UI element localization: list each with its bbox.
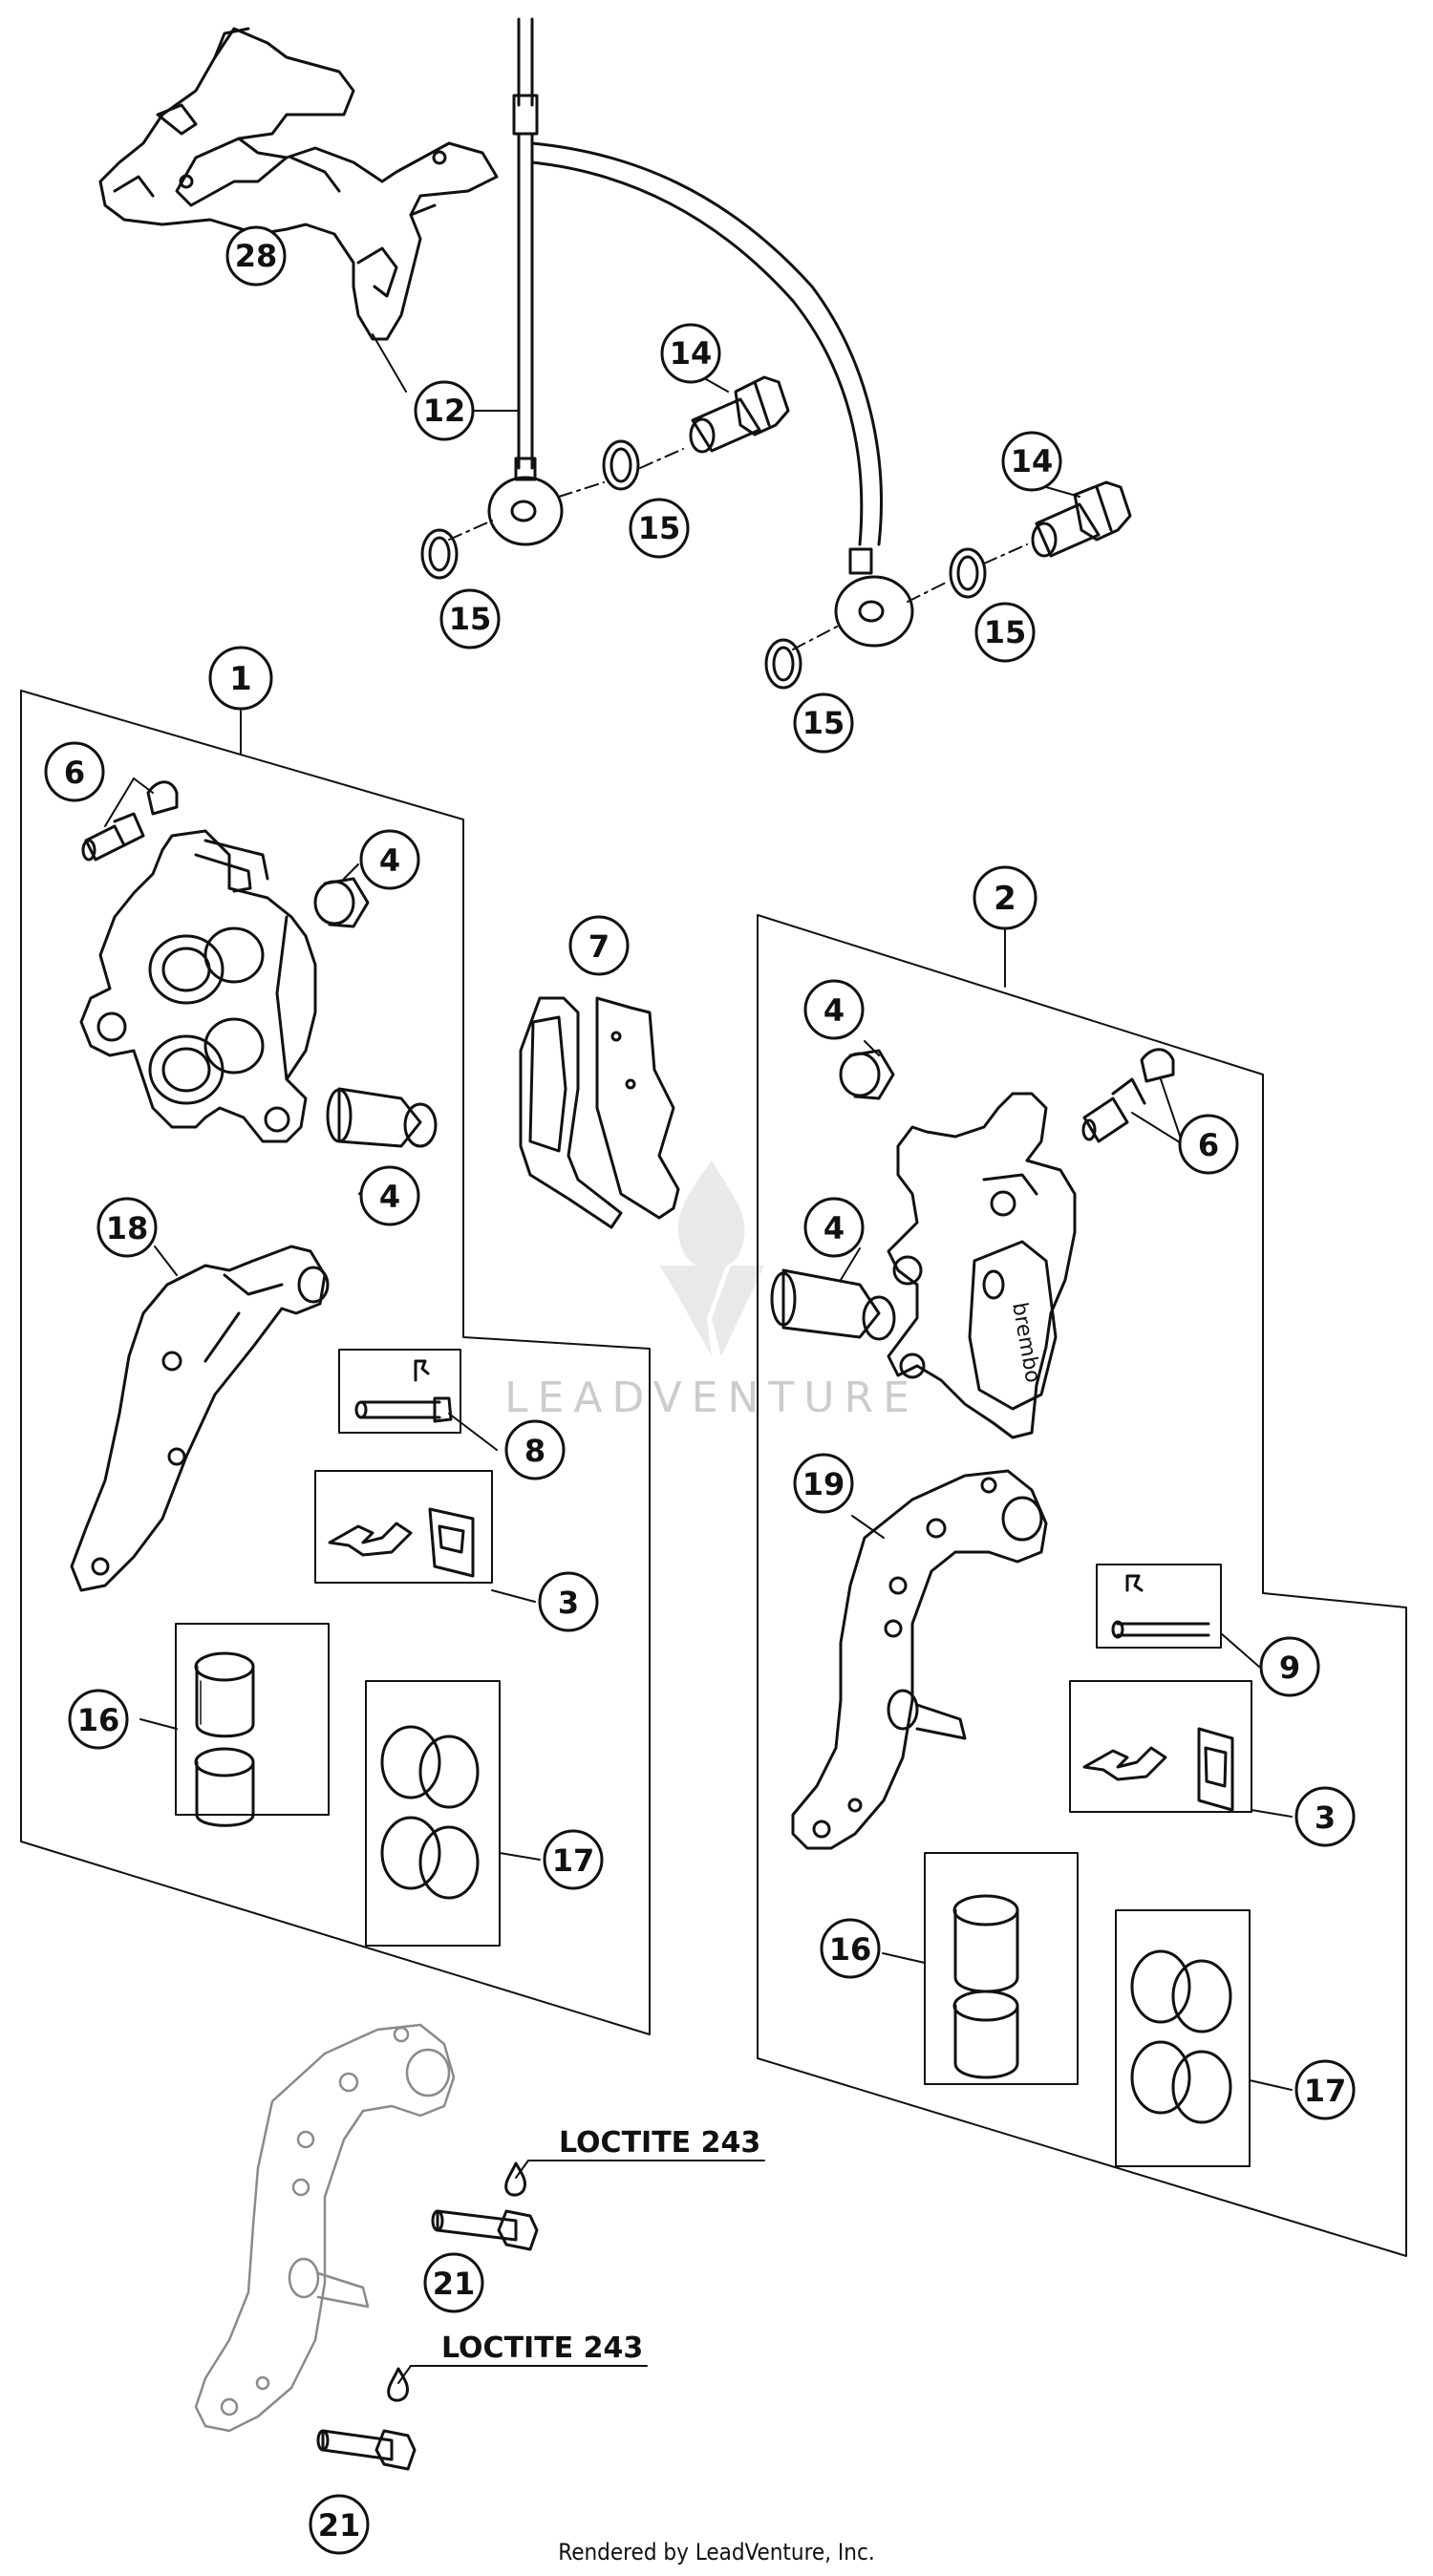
callout-18: 18 [96, 1197, 158, 1258]
svg-text:14: 14 [670, 335, 713, 372]
callout-17: 17 [1294, 2059, 1356, 2120]
brake-line-straight [487, 17, 564, 546]
kit-box-16-left [175, 1623, 330, 1827]
svg-text:4: 4 [823, 992, 845, 1029]
callout-16: 16 [820, 1918, 881, 1979]
callout-21: 21 [423, 2252, 484, 2313]
guide-pin [326, 1087, 438, 1148]
svg-text:17: 17 [552, 1842, 595, 1879]
assembly-lines [448, 448, 1028, 650]
brake-caliper-left [79, 829, 317, 1143]
kit-box-9 [1096, 1564, 1222, 1649]
banjo-bolt [689, 375, 1132, 558]
caliper-support-bottom [194, 2023, 456, 2433]
callout-6: 6 [1178, 1114, 1239, 1175]
svg-text:15: 15 [984, 614, 1027, 650]
svg-text:4: 4 [379, 1179, 400, 1215]
svg-text:15: 15 [449, 601, 492, 637]
svg-text:19: 19 [802, 1466, 845, 1502]
svg-text:15: 15 [638, 510, 681, 546]
svg-text:3: 3 [558, 1585, 579, 1621]
callout-4: 4 [803, 979, 865, 1040]
loctite-drop-icon [387, 2161, 527, 2402]
callout-labels: 28 12 14 15 15 14 15 15 [44, 225, 1356, 2555]
svg-text:2: 2 [994, 880, 1016, 918]
callout-28: 28 [225, 225, 287, 287]
caliper-support-19 [791, 1469, 1048, 1850]
callout-1: 1 [208, 646, 273, 711]
callout-15: 15 [793, 692, 854, 754]
kit-box-3-left [314, 1470, 493, 1584]
callout-14: 14 [1001, 431, 1062, 492]
svg-text:16: 16 [829, 1931, 872, 1968]
callout-16: 16 [68, 1689, 129, 1750]
svg-text:9: 9 [1279, 1650, 1300, 1686]
kit-box-17-right [1115, 1909, 1251, 2167]
kit-box-8 [338, 1349, 461, 1434]
svg-text:1: 1 [229, 660, 252, 698]
svg-text:28: 28 [235, 238, 278, 274]
bleed-screw-left [81, 780, 179, 862]
callout-8: 8 [504, 1419, 566, 1480]
svg-text:6: 6 [64, 755, 85, 791]
kit-box-17-left [365, 1680, 501, 1947]
loctite-leaders [397, 2160, 765, 2384]
callout-12: 12 [414, 380, 475, 441]
callout-3: 3 [538, 1571, 599, 1632]
brembo-logo: brembo [1007, 1301, 1044, 1385]
loctite-label: LOCTITE 243 [559, 2126, 760, 2160]
bolt [316, 2209, 539, 2471]
callout-4: 4 [359, 829, 420, 890]
caliper-support-18 [70, 1245, 330, 1592]
callout-4: 4 [359, 1165, 420, 1226]
svg-text:4: 4 [823, 1210, 845, 1246]
callout-21: 21 [309, 2494, 370, 2555]
svg-text:17: 17 [1304, 2073, 1347, 2109]
callout-7: 7 [568, 915, 630, 976]
bleed-screw-right [1081, 1048, 1175, 1143]
svg-text:8: 8 [524, 1433, 545, 1469]
svg-text:21: 21 [433, 2266, 476, 2302]
svg-text:16: 16 [77, 1702, 120, 1738]
svg-text:15: 15 [802, 705, 845, 741]
brake-line-bracket [98, 27, 499, 341]
svg-text:21: 21 [318, 2507, 361, 2544]
brake-line-curved [530, 141, 914, 648]
kit-box-3-right [1069, 1680, 1252, 1813]
bushing [313, 877, 370, 928]
footer-credit: Rendered by LeadVenture, Inc. [558, 2539, 874, 2565]
group-1-panel [20, 690, 651, 2035]
kit-box-16-right [924, 1852, 1079, 2085]
watermark-logo [659, 1160, 764, 1356]
leader-lines [104, 333, 1293, 2091]
callout-14: 14 [660, 323, 721, 384]
callout-2: 2 [973, 865, 1037, 930]
loctite-label: LOCTITE 243 [441, 2331, 643, 2365]
callout-17: 17 [543, 1829, 604, 1890]
svg-text:6: 6 [1198, 1127, 1219, 1163]
callout-6: 6 [44, 741, 105, 802]
callout-3: 3 [1294, 1786, 1356, 1847]
group-2-panel [757, 914, 1407, 2257]
watermark-text: LEADVENTURE [504, 1373, 919, 1422]
svg-text:3: 3 [1315, 1799, 1336, 1836]
callout-15: 15 [974, 602, 1036, 663]
svg-text:18: 18 [106, 1210, 149, 1246]
svg-text:4: 4 [379, 842, 400, 879]
callout-19: 19 [793, 1453, 854, 1514]
callout-15: 15 [439, 588, 501, 649]
callout-4: 4 [803, 1197, 865, 1258]
brake-caliper-right [887, 1092, 1077, 1439]
svg-text:12: 12 [423, 393, 466, 429]
callout-15: 15 [629, 498, 690, 559]
bushing [839, 1049, 895, 1100]
callout-9: 9 [1259, 1636, 1320, 1697]
sealing-washer [420, 439, 987, 690]
svg-text:7: 7 [588, 928, 610, 965]
guide-pin [770, 1268, 896, 1341]
svg-text:14: 14 [1011, 443, 1054, 479]
brake-pads [519, 996, 680, 1229]
